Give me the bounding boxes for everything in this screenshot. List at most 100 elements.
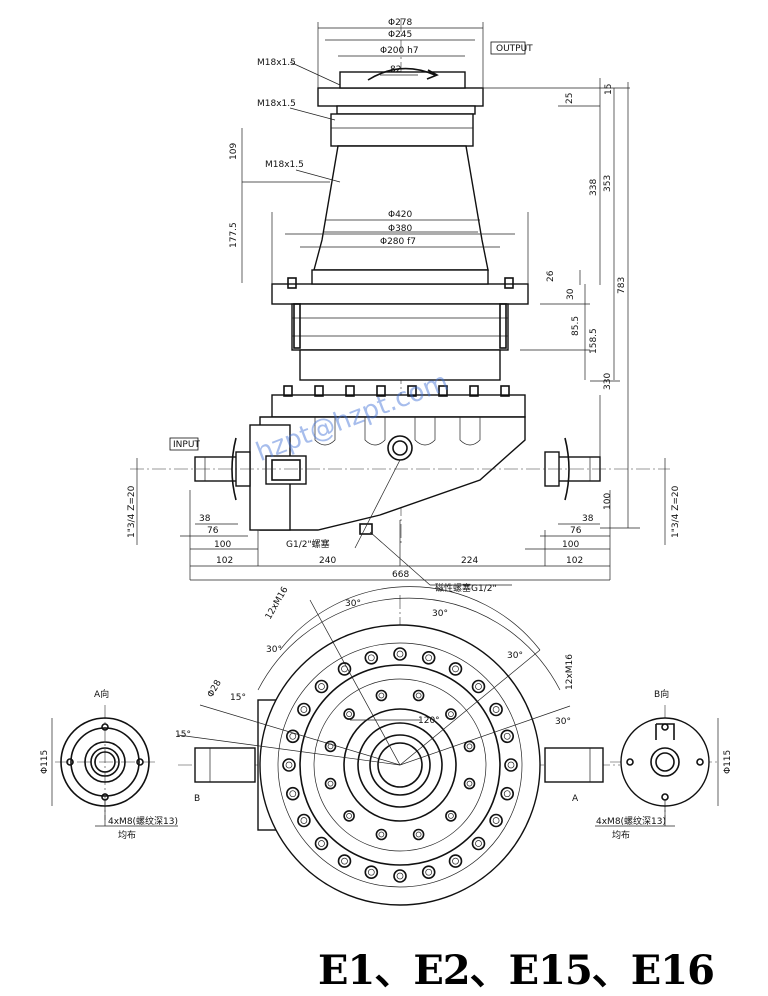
bolt-hole [421,650,436,665]
bolt-hole [343,708,355,720]
dim-v338: 338 [589,179,599,196]
dim-a30a: 30° [345,599,361,609]
bolt-hole [393,647,407,661]
bolt-hole [489,813,503,828]
bolt-hole [471,679,486,694]
dim-v330: 330 [603,373,613,390]
dim-v15: 15 [604,84,614,95]
dim-a15b: 15° [175,730,191,740]
dim-a30d: 30° [266,645,282,655]
dim-v100r: 100 [603,493,613,510]
bolt-hole [393,869,407,883]
section-b-label: B [194,794,200,804]
bolt-hole-inner [378,831,385,838]
dim-d82: 82 [390,65,401,75]
dim-mag-plug: 磁性螺塞G1/2" [435,582,497,594]
output-label: OUTPUT [496,44,533,54]
dim-m8-right: 4xM8(螺纹深13) [596,815,666,827]
bolt-hole-inner [327,743,334,750]
view-b-title: B向 [654,688,669,700]
dim-v109: 109 [229,143,239,160]
dim-a120: 120° [418,716,440,726]
bolt-hole [448,854,463,868]
dim-m18-3: M18x1.5 [265,160,304,170]
bolt-hole [324,777,337,790]
dim-m18-2: M18x1.5 [257,99,296,109]
dim-v25: 25 [565,93,575,104]
inner-bolt-holes [324,689,476,841]
bolt-hole [445,708,457,720]
bolt-hole-inner [300,817,308,824]
bolt-hole [500,729,515,744]
bolt-hole-inner [492,817,500,824]
bolt-hole-inner [452,857,459,865]
dim-d115-right: Φ115 [723,750,733,774]
dim-d420: Φ420 [388,210,413,220]
dim-even-left: 均布 [118,829,136,841]
dim-d28: Φ28 [206,678,224,699]
bolt-hole-inner [396,872,404,880]
bolt-hole-inner [503,790,511,798]
bolt-hole [285,729,300,744]
front-view [130,18,670,545]
dim-h240: 240 [319,556,336,566]
bolt-hole-inner [289,790,297,798]
bolt-hole [297,702,311,717]
bolt-hole [504,758,518,772]
bolt-hole-inner [425,654,433,662]
dim-thread-left: 1"3/4 Z=20 [127,485,137,538]
bolt-hole-inner [367,868,375,876]
view-a: A向 Φ115 4xM8(螺纹深13) 均布 [40,688,178,841]
dim-12xm16-b: 12xM16 [565,654,575,690]
dim-d280: Φ280 f7 [380,237,416,247]
dim-h38r: 38 [582,514,594,524]
bolt-hole [314,836,329,851]
bolt-hole [285,786,300,801]
view-a-title: A向 [94,688,109,700]
dim-h102l: 102 [216,556,233,566]
top-view [177,586,620,906]
bolt-hole [364,650,379,665]
bolt-hole-inner [378,692,385,699]
dim-h102r: 102 [566,556,583,566]
bolt-hole-inner [475,840,482,847]
dim-a30c: 30° [507,651,523,661]
bolt-hole [364,865,379,880]
bolt-hole-inner [466,780,473,787]
bolt-hole-inner [346,711,352,717]
dim-v26: 26 [546,270,556,282]
bolt-hole [375,828,388,841]
bolt-hole-inner [425,868,433,876]
dim-d380: Φ380 [388,224,413,234]
bolt-hole-inner [452,665,459,673]
bolt-hole-inner [507,761,515,769]
bolt-hole [463,740,476,753]
bolt-hole [412,828,425,841]
input-label: INPUT [173,440,200,450]
dim-h668: 668 [392,570,409,580]
dim-d200: Φ200 h7 [380,46,419,56]
dim-h38l: 38 [199,514,211,524]
bolt-hole [412,689,425,702]
bolt-hole [445,810,457,822]
bolt-hole-inner [448,711,454,717]
outer-bolt-holes [282,647,518,883]
dim-a15a: 15° [230,693,246,703]
bolt-hole [500,786,515,801]
bolt-hole-inner [289,732,297,740]
dim-thread-right: 1"3/4 Z=20 [671,485,681,538]
dim-v353: 353 [603,175,613,192]
bolt-hole-inner [396,650,404,658]
dim-m18-1: M18x1.5 [257,58,296,68]
dim-d115-left: Φ115 [40,750,50,774]
bolt-hole-inner [503,732,511,740]
view-b: B向 Φ115 4xM8(螺纹深13) 均布 [595,688,733,841]
section-a-label: A [572,794,579,804]
bolt-hole [448,662,463,676]
dim-even-right: 均布 [612,829,630,841]
bolt-hole-inner [367,654,375,662]
bolt-hole [282,758,296,772]
dim-v783: 783 [617,277,627,294]
bolt-hole-inner [346,813,352,819]
